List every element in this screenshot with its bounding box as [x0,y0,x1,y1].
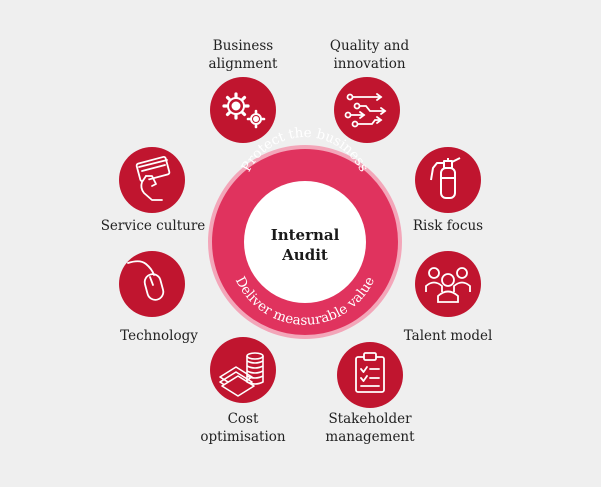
label-line: Technology [120,328,198,344]
label-line: Quality and [329,38,410,54]
fire-extinguisher-icon [430,157,461,199]
center-title-line1: Internal [271,226,340,244]
node-cost-optimisation [210,337,276,403]
label-cost-optimisation: Cost optimisation [193,410,293,446]
hand-card-icon [135,155,171,201]
gears-icon [222,92,266,129]
node-technology [119,251,185,317]
money-coins-icon [219,352,264,397]
label-talent-model: Talent model [398,327,498,345]
label-quality-innovation: Quality and innovation [312,37,427,73]
label-technology: Technology [109,327,209,345]
node-quality-innovation [334,77,400,143]
center-circle [244,181,366,303]
label-line: alignment [208,56,278,72]
label-line: innovation [333,56,406,72]
label-line: optimisation [200,429,286,445]
label-line: management [325,429,415,445]
node-risk-focus [415,147,481,213]
node-business-alignment [210,77,276,143]
label-service-culture: Service culture [98,217,208,235]
label-line: Risk focus [412,218,484,234]
label-business-alignment: Business alignment [193,37,293,73]
label-line: Stakeholder [328,411,412,427]
center-title-line2: Audit [281,246,328,264]
label-line: Cost [227,411,259,427]
circuit-arrows-icon [344,93,387,128]
node-stakeholder-management [337,342,403,408]
label-line: Talent model [403,328,493,344]
label-risk-focus: Risk focus [398,217,498,235]
label-line: Business [212,38,274,54]
clipboard-checklist-icon [355,352,385,393]
node-service-culture [119,147,185,213]
label-stakeholder-management: Stakeholder management [315,410,425,446]
node-talent-model [415,251,481,317]
label-line: Service culture [100,218,206,234]
computer-mouse-icon [127,260,165,301]
people-group-icon [425,267,471,303]
